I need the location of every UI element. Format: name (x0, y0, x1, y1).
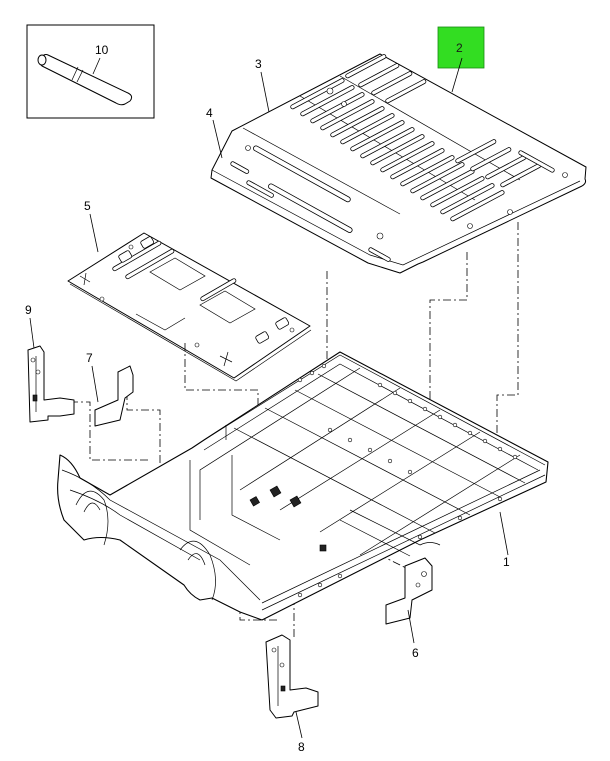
part-9-bracket: 9 (25, 303, 75, 423)
part-8-bracket: 8 (265, 634, 319, 754)
part-5-outline (67, 232, 311, 379)
leader-8 (295, 711, 303, 739)
callout-8: 8 (298, 740, 305, 754)
callout-5: 5 (84, 199, 91, 213)
leader-4 (212, 119, 223, 159)
part-7-plate: 7 (86, 351, 134, 427)
leader-10 (92, 57, 101, 75)
detail-box (26, 24, 155, 119)
leader-7 (91, 365, 99, 403)
callout-6: 6 (412, 646, 419, 660)
callout-9: 9 (25, 303, 32, 317)
panel-holes (245, 87, 568, 240)
callout-3: 3 (255, 57, 262, 71)
leader-5 (89, 213, 99, 253)
leader-6 (407, 609, 415, 644)
leader-9 (29, 317, 35, 349)
floor-panel-assembly: 3 4 (206, 53, 587, 274)
panel-slots (230, 54, 555, 262)
callout-4: 4 (206, 106, 213, 120)
part-5-panel: 5 (67, 199, 312, 382)
callout-1: 1 (503, 555, 510, 569)
part-10-detail: 10 (26, 24, 155, 119)
callout-10: 10 (95, 43, 109, 57)
callout-2: 2 (456, 41, 463, 55)
leader-1 (499, 511, 509, 556)
frame-holes (297, 363, 518, 598)
part-6-bracket: 6 (385, 557, 433, 660)
part-10-rod (37, 54, 133, 106)
callout-7: 7 (86, 351, 93, 365)
leader-3 (260, 71, 270, 113)
leader-2 (451, 57, 463, 93)
part-1-frame: 1 (57, 351, 549, 621)
